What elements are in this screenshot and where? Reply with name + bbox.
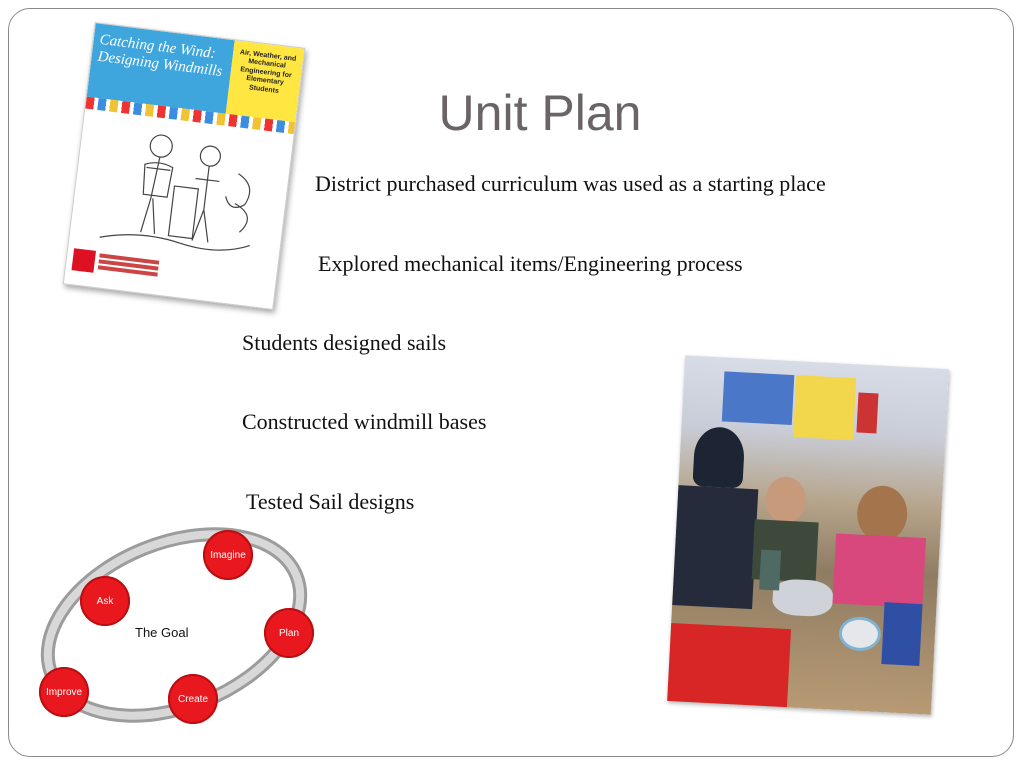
student-right-body <box>832 533 926 609</box>
world-map-poster <box>721 371 795 425</box>
student-left-body <box>672 485 759 610</box>
publisher-logo <box>71 248 96 273</box>
student-middle <box>764 475 807 524</box>
bullet-sails: Students designed sails <box>242 330 447 355</box>
bullet-curriculum: District purchased curriculum was used a… <box>315 171 826 196</box>
book-cover-image: Catching the Wind: Designing Windmills A… <box>62 22 306 310</box>
student-left <box>692 425 746 489</box>
globe-poster <box>793 375 857 441</box>
bullet-bases: Constructed windmill bases <box>242 409 487 434</box>
cycle-step-imagine: Imagine <box>203 530 253 580</box>
water-bottle <box>759 549 782 591</box>
bullet-tested: Tested Sail designs <box>246 489 415 514</box>
cycle-step-plan: Plan <box>264 608 314 658</box>
publisher-text-lines <box>99 253 160 265</box>
tape-roll <box>838 615 882 652</box>
cycle-step-create: Create <box>168 674 218 724</box>
book-subtitle: Air, Weather, and Mechanical Engineering… <box>225 40 305 123</box>
classroom-photo <box>667 355 949 715</box>
wall-poster <box>856 392 879 434</box>
cycle-step-improve: Improve <box>39 667 89 717</box>
book-illustration <box>99 134 251 251</box>
cycle-center-label: The Goal <box>135 625 189 640</box>
foil-ball <box>771 578 834 618</box>
red-basket <box>667 622 792 710</box>
snack-box <box>881 602 923 667</box>
bullet-mechanical: Explored mechanical items/Engineering pr… <box>318 251 743 276</box>
slide-title: Unit Plan <box>438 85 642 141</box>
cycle-step-ask: Ask <box>80 576 130 626</box>
